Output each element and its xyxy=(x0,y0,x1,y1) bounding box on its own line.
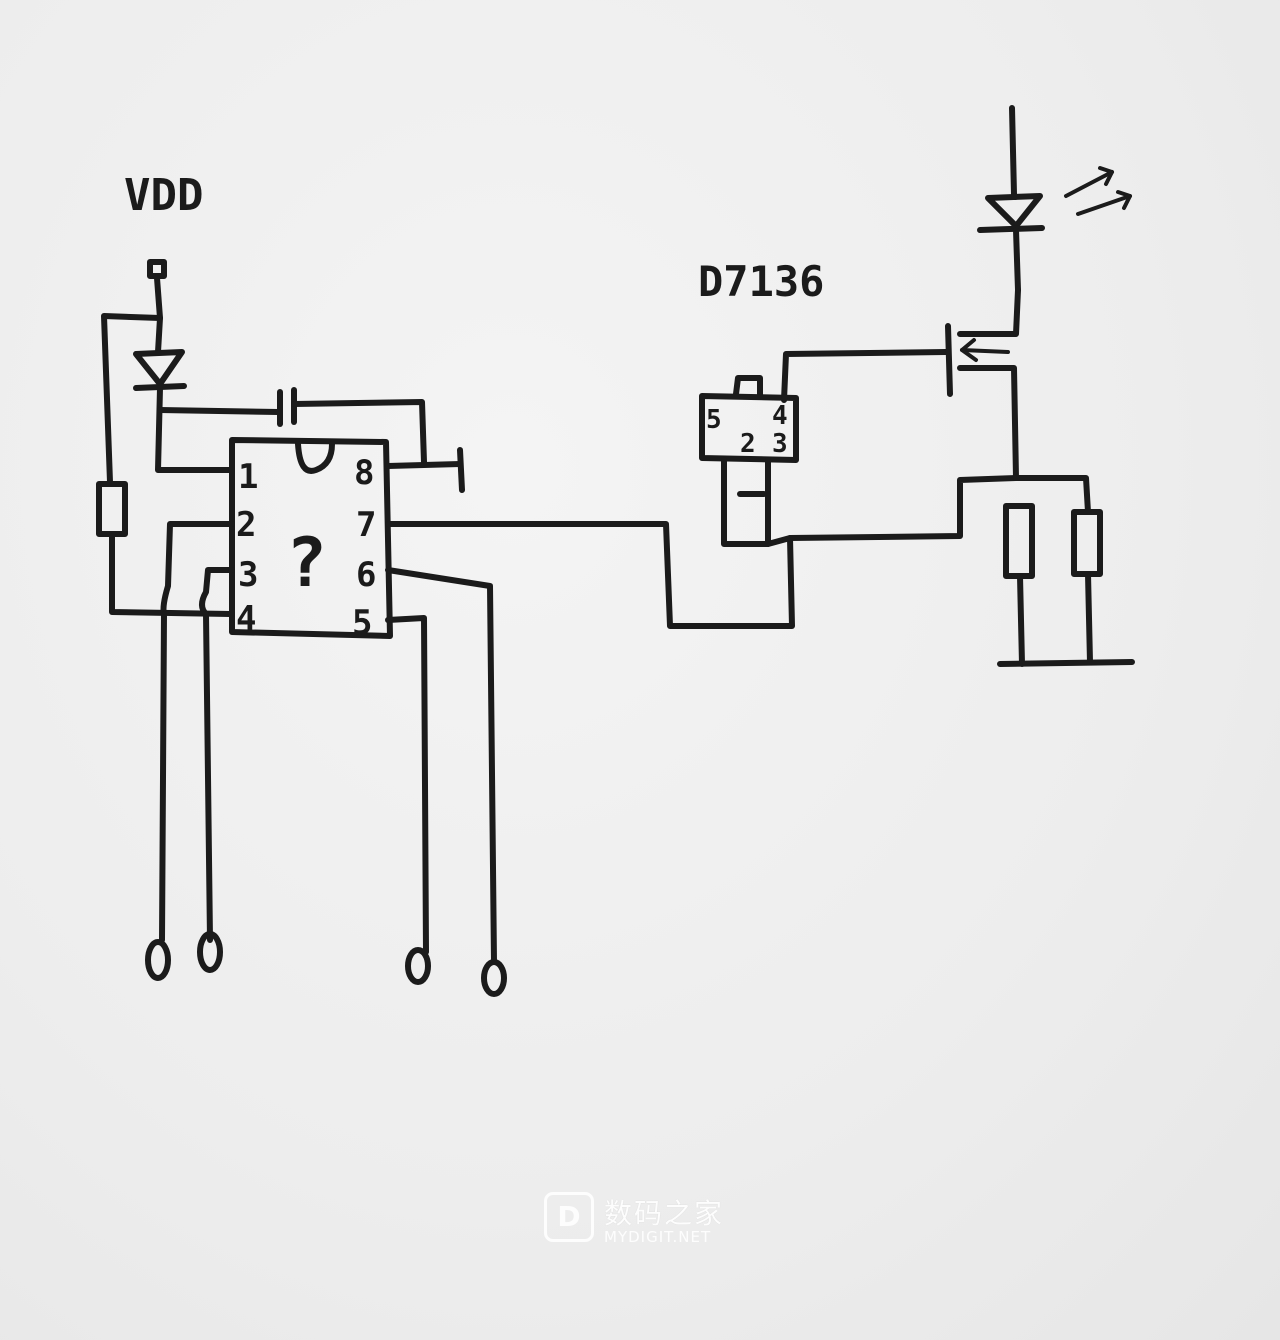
ic-pin-4: 4 xyxy=(236,599,256,639)
pkg-pin-3: 3 xyxy=(772,429,788,459)
watermark-title: 数码之家 xyxy=(604,1197,725,1230)
ic-marking: ? xyxy=(286,524,327,603)
ic-pin-5: 5 xyxy=(352,603,372,643)
pkg-pin-2: 2 xyxy=(740,429,756,459)
ic-pin-7: 7 xyxy=(356,505,376,545)
sense-resistors xyxy=(997,475,1135,667)
vdd-label: VDD xyxy=(124,170,203,221)
ic-pin-6: 6 xyxy=(356,555,376,595)
vdd-terminal xyxy=(147,259,167,321)
output-led xyxy=(977,105,1132,293)
watermark-subtitle: MYDIGIT.NET xyxy=(604,1228,712,1246)
ic-pin-8: 8 xyxy=(354,453,374,493)
right-output-wires xyxy=(385,567,507,997)
d7136-label: D7136 xyxy=(698,257,824,306)
d7136-package xyxy=(699,349,1019,547)
ic-pin-3: 3 xyxy=(238,555,258,595)
pin8-ground-stub xyxy=(385,447,465,493)
input-diode xyxy=(133,315,235,473)
pkg-pin-5: 5 xyxy=(706,405,722,435)
pin2-pin3-wiring xyxy=(160,521,235,617)
left-resistor-branch xyxy=(96,313,233,617)
pkg-pin-4: 4 xyxy=(772,401,788,431)
watermark-logo-icon: D xyxy=(544,1192,594,1242)
left-input-wires xyxy=(145,611,223,981)
pin7-to-regulator-wire xyxy=(385,521,795,629)
ic-pin-1: 1 xyxy=(238,457,258,497)
site-watermark: D 数码之家 MYDIGIT.NET xyxy=(544,1192,744,1248)
mosfet xyxy=(945,287,1021,481)
capacitor xyxy=(157,387,427,465)
ic-pin-2: 2 xyxy=(236,505,256,545)
